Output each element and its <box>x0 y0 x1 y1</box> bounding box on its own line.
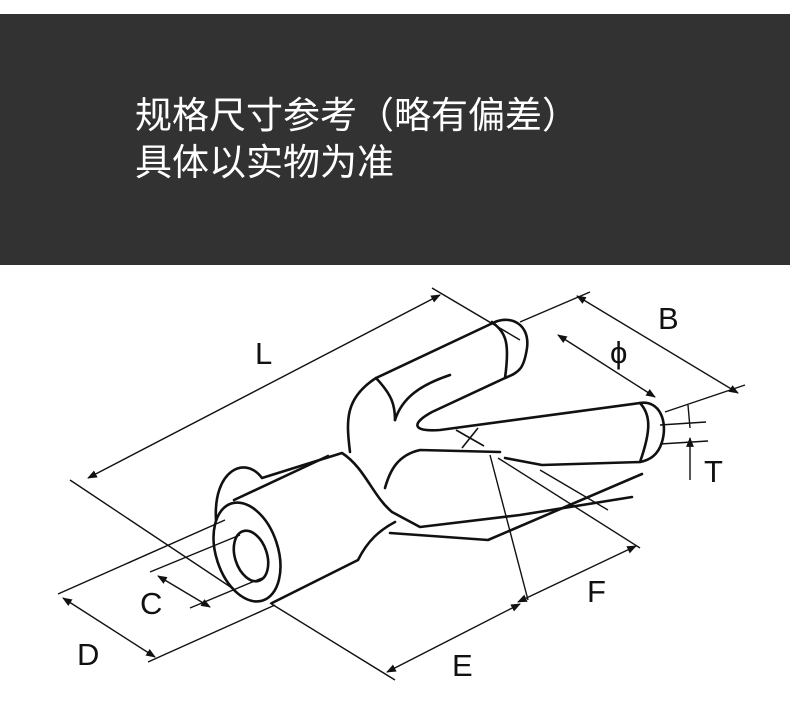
spade-terminal-diagram: L B ϕ T C D E F <box>57 287 746 683</box>
dimension-lines <box>57 287 746 681</box>
label-C: C <box>140 586 162 621</box>
header-banner: 规格尺寸参考（略有偏差） 具体以实物为准 <box>0 14 790 265</box>
label-F: F <box>587 574 606 609</box>
label-E: E <box>452 648 473 683</box>
center-crosshair <box>455 427 485 449</box>
label-phi: ϕ <box>610 335 627 370</box>
banner-title-line-1: 规格尺寸参考（略有偏差） <box>135 94 579 137</box>
banner-title-line-2: 具体以实物为准 <box>135 141 394 184</box>
label-D: D <box>77 637 99 672</box>
label-L: L <box>255 336 272 371</box>
label-T: T <box>704 454 723 489</box>
label-B: B <box>658 301 679 336</box>
dimension-labels: L B ϕ T C D E F <box>77 301 723 683</box>
